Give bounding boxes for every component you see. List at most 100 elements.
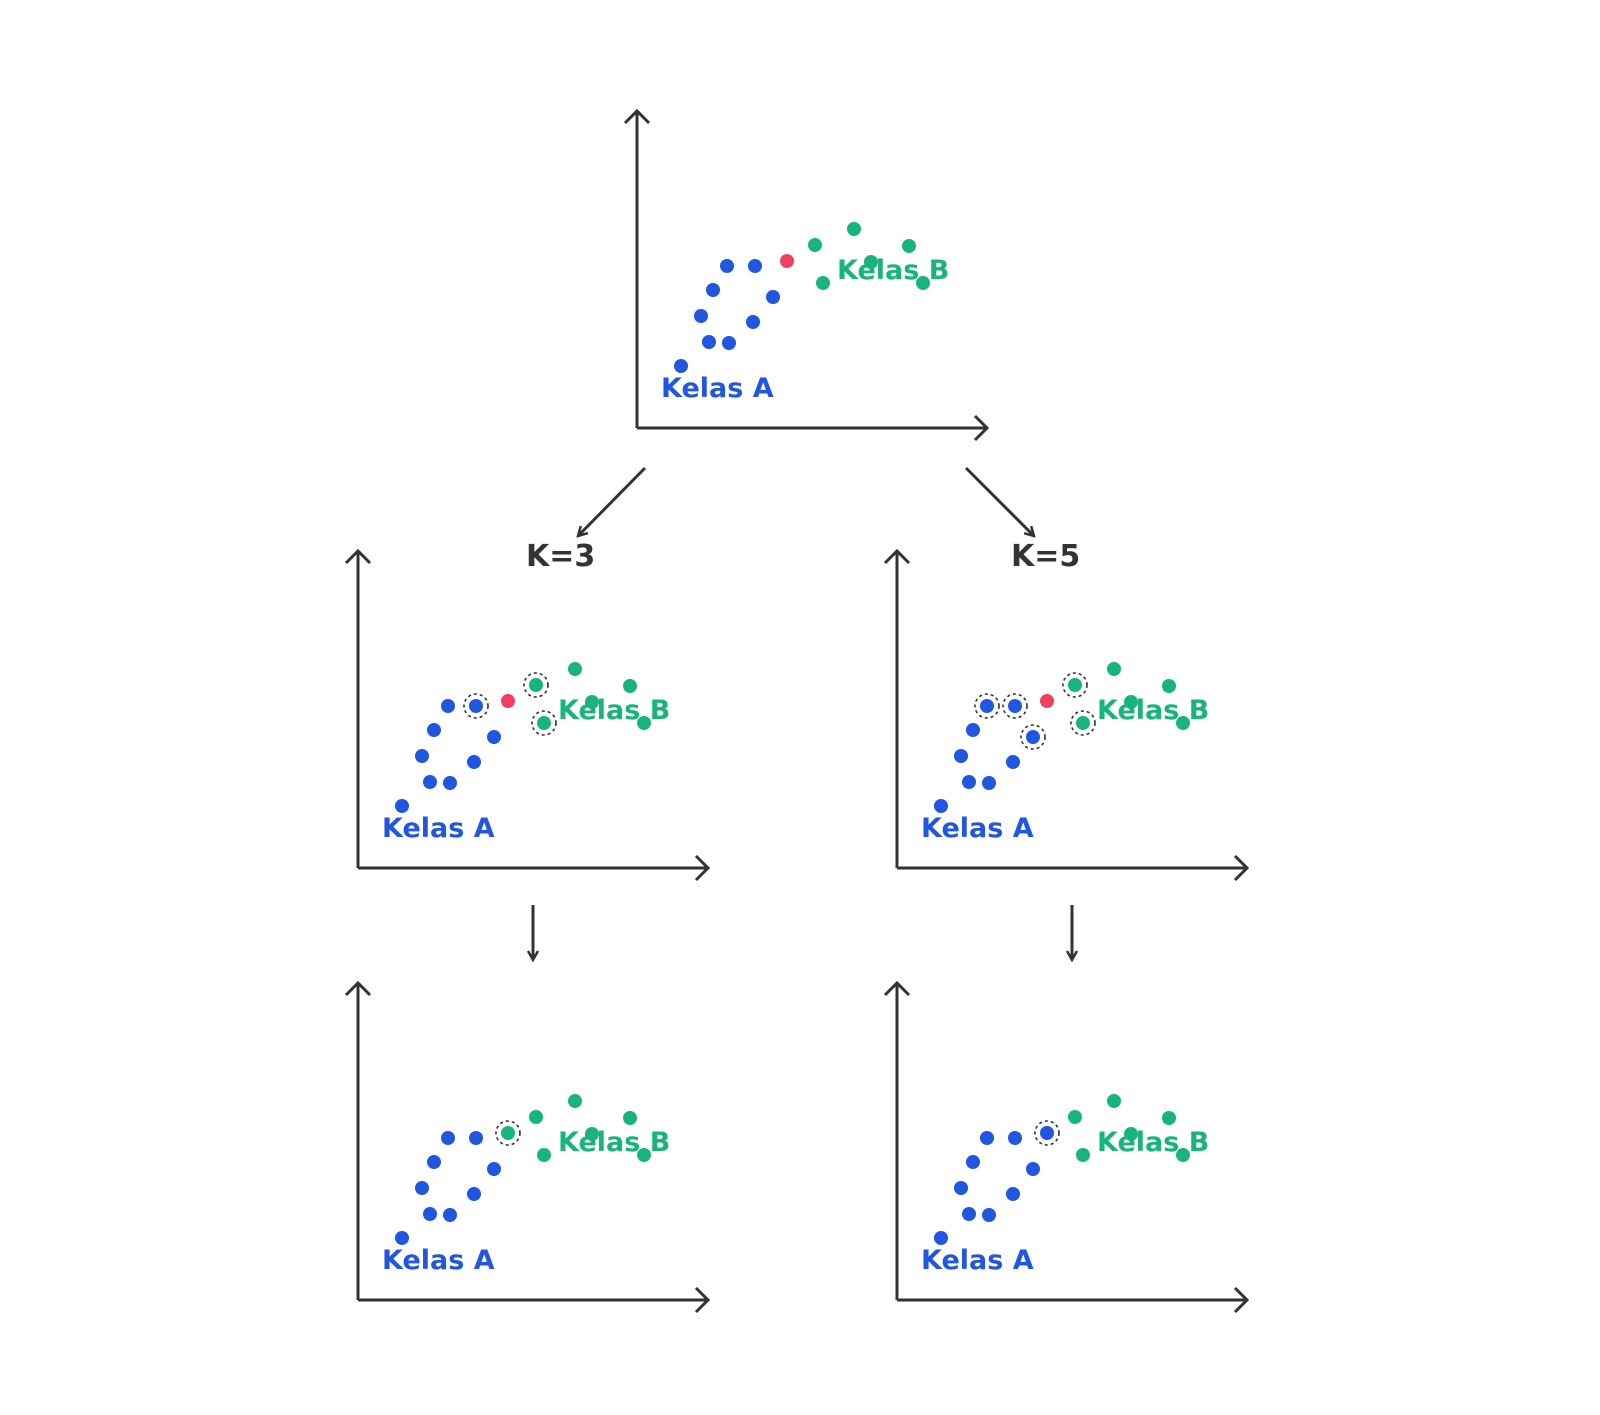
k5-label: K=5 [1011, 539, 1080, 574]
class-b-point [1162, 1111, 1176, 1125]
class-a-point [966, 1155, 980, 1169]
class-b-point [808, 238, 822, 252]
query-point [780, 254, 794, 268]
class-a-point [415, 749, 429, 763]
neighbor-ring [1020, 724, 1046, 750]
class-a-point [423, 1207, 437, 1221]
class-a-point [467, 755, 481, 769]
x-axis [358, 854, 711, 882]
x-axis [637, 414, 990, 442]
class-a-point [706, 283, 720, 297]
arrow-to-k3 [578, 466, 647, 536]
class-a-point [1008, 1131, 1022, 1145]
class-a-point [443, 776, 457, 790]
k3-label: K=3 [526, 539, 595, 574]
class-a-point [982, 776, 996, 790]
class-a-point [415, 1181, 429, 1195]
class-a-point [395, 799, 409, 813]
neighbor-ring [1002, 693, 1028, 719]
class-a-point [962, 1207, 976, 1221]
panel-k5-neighbors: K=5 Kelas A Kelas B [883, 539, 1250, 882]
class-a-point [1026, 1162, 1040, 1176]
class-a-point [487, 1162, 501, 1176]
class-b-point [916, 276, 930, 290]
class-b-point [1107, 662, 1121, 676]
neighbor-ring [974, 693, 1000, 719]
class-b-label: Kelas B [558, 1127, 670, 1158]
y-axis [883, 980, 911, 1300]
class-b-point [1068, 1110, 1082, 1124]
class-a-point [467, 1187, 481, 1201]
class-a-point [443, 1208, 457, 1222]
class-a-point [1006, 755, 1020, 769]
class-a-point [441, 699, 455, 713]
class-a-label: Kelas A [661, 373, 774, 404]
class-b-point [623, 679, 637, 693]
class-a-point [966, 723, 980, 737]
class-a-point [469, 699, 483, 713]
class-a-label: Kelas A [921, 813, 1034, 844]
class-b-point [1076, 716, 1090, 730]
class-a-point [766, 290, 780, 304]
class-b-point [816, 276, 830, 290]
class-b-point [1176, 716, 1190, 730]
query-point [501, 694, 515, 708]
class-a-point [1008, 699, 1022, 713]
class-a-point [980, 699, 994, 713]
neighbor-ring [1034, 1120, 1060, 1146]
class-b-point [637, 1148, 651, 1162]
x-axis [358, 1286, 711, 1314]
class-a-point [674, 359, 688, 373]
class-b-point [529, 678, 543, 692]
panel-initial: Kelas A Kelas B [623, 108, 990, 442]
class-a-point [427, 1155, 441, 1169]
class-b-point [537, 716, 551, 730]
class-b-point [1076, 1148, 1090, 1162]
class-b-label: Kelas B [1097, 1127, 1209, 1158]
class-b-point [537, 1148, 551, 1162]
class-a-point [954, 749, 968, 763]
class-b-point [847, 222, 861, 236]
class-b-point [568, 1094, 582, 1108]
class-b-label: Kelas B [558, 695, 670, 726]
class-a-label: Kelas A [382, 1245, 495, 1276]
class-b-point [1176, 1148, 1190, 1162]
class-b-point [1124, 695, 1138, 709]
class-b-point [1107, 1094, 1121, 1108]
class-a-point [962, 775, 976, 789]
panel-k3-result: Kelas A Kelas B [344, 980, 711, 1314]
class-b-point [585, 695, 599, 709]
class-a-point [722, 336, 736, 350]
class-a-point [1006, 1187, 1020, 1201]
neighbor-ring [463, 693, 489, 719]
class-b-point [902, 239, 916, 253]
class-a-point [934, 1231, 948, 1245]
neighbor-ring [531, 710, 557, 736]
panel-k5-result: Kelas A Kelas B [883, 980, 1250, 1314]
class-a-point [441, 1131, 455, 1145]
class-a-point [748, 259, 762, 273]
class-a-point [423, 775, 437, 789]
neighbor-ring [1070, 710, 1096, 736]
class-a-point [395, 1231, 409, 1245]
class-b-point [1124, 1127, 1138, 1141]
class-a-point [469, 1131, 483, 1145]
class-a-point [702, 335, 716, 349]
class-b-label: Kelas B [1097, 695, 1209, 726]
class-a-label: Kelas A [921, 1245, 1034, 1276]
class-a-point [1026, 730, 1040, 744]
class-a-label: Kelas A [382, 813, 495, 844]
class-a-point [980, 1131, 994, 1145]
class-b-label: Kelas B [837, 255, 949, 286]
y-axis [883, 548, 911, 868]
y-axis [623, 108, 651, 428]
neighbor-ring [495, 1120, 521, 1146]
class-a-point [982, 1208, 996, 1222]
class-b-point [1162, 679, 1176, 693]
class-a-point [427, 723, 441, 737]
class-a-point [720, 259, 734, 273]
class-b-point [529, 1110, 543, 1124]
class-b-point [864, 255, 878, 269]
query-point [1040, 1126, 1054, 1140]
class-b-point [585, 1127, 599, 1141]
